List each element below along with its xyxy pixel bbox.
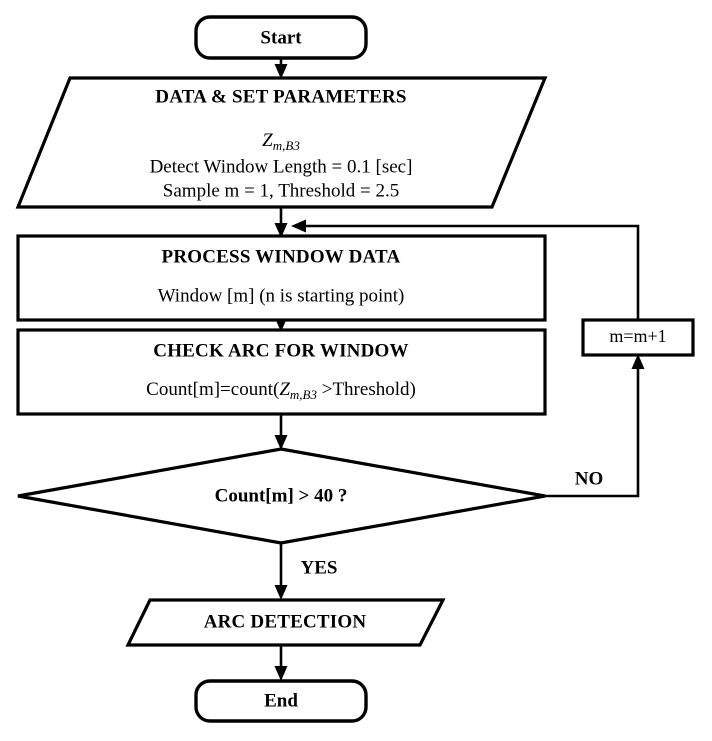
node-start[interactable]: Start: [194, 15, 368, 60]
connector-parameters-to-process: [274, 207, 288, 238]
connector-arc-detection-to-end: [274, 645, 288, 681]
node-arc-detection-label: ARC DETECTION: [204, 611, 367, 632]
node-data-set-parameters-symbol: Zm,B3: [262, 130, 300, 153]
node-end-label: End: [264, 690, 298, 711]
node-check-arc-for-window[interactable]: CHECK ARC FOR WINDOW Count[m]=count(Zm,B…: [16, 328, 547, 416]
node-process-window-data-heading: PROCESS WINDOW DATA: [162, 246, 401, 267]
node-data-set-parameters-line2: Detect Window Length = 0.1 [sec]: [150, 156, 413, 177]
node-check-arc-for-window-body: Count[m]=count(Zm,B3 >Threshold): [146, 379, 416, 402]
connector-check-to-decision: [274, 414, 288, 450]
connector-start-to-parameters: [274, 57, 288, 79]
node-increment-counter-label: m=m+1: [609, 326, 666, 346]
symbol-z-base: Z: [262, 130, 273, 151]
node-end[interactable]: End: [194, 679, 368, 723]
edge-label-yes: YES: [301, 557, 338, 578]
node-data-set-parameters[interactable]: DATA & SET PARAMETERS Zm,B3 Detect Windo…: [15, 76, 548, 209]
count-expr-symbol-subscript: m,B3: [290, 387, 318, 402]
node-decision-label: Count[m] > 40 ?: [215, 485, 348, 506]
symbol-z-subscript: m,B3: [273, 138, 301, 153]
connector-decision-yes-to-arc-detection: [274, 543, 288, 600]
node-arc-detection[interactable]: ARC DETECTION: [125, 598, 446, 647]
node-check-arc-for-window-heading: CHECK ARC FOR WINDOW: [153, 340, 408, 361]
node-increment-counter[interactable]: m=m+1: [581, 318, 695, 357]
count-expr-prefix: Count[m]=count(: [146, 379, 279, 400]
connector-increment-to-process-loop: [291, 219, 640, 320]
node-data-set-parameters-line3: Sample m = 1, Threshold = 2.5: [163, 180, 399, 201]
edge-label-no: NO: [575, 468, 604, 489]
node-data-set-parameters-heading: DATA & SET PARAMETERS: [155, 86, 406, 107]
connector-decision-no-to-increment: [545, 354, 645, 498]
node-process-window-data[interactable]: PROCESS WINDOW DATA Window [m] (n is sta…: [16, 234, 547, 322]
node-start-label: Start: [260, 27, 302, 48]
node-decision-count-threshold[interactable]: Count[m] > 40 ?: [17, 447, 546, 545]
count-expr-symbol-base: Z: [279, 379, 290, 400]
count-expr-suffix: >Threshold): [317, 379, 416, 400]
node-process-window-data-body: Window [m] (n is starting point): [158, 285, 405, 306]
